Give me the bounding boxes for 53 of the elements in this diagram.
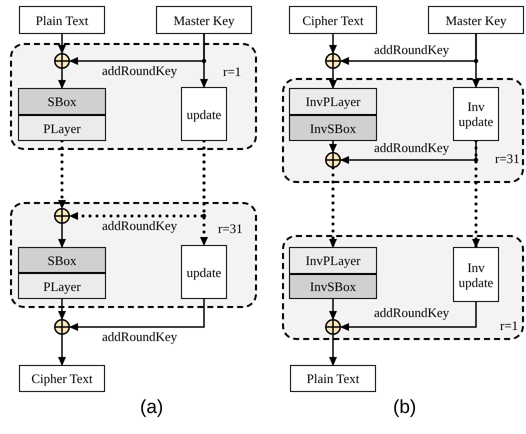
edge-label: addRoundKey xyxy=(102,63,178,79)
panel-label: (b) xyxy=(393,396,416,420)
arrow xyxy=(58,34,66,54)
process-box: Inv update xyxy=(453,87,499,141)
arrow xyxy=(58,224,66,248)
arrow xyxy=(329,34,337,54)
round-label: r=31 xyxy=(495,151,520,167)
dotted-arrow xyxy=(68,140,206,220)
process-box: InvSBox xyxy=(289,115,377,141)
round-label: r=1 xyxy=(223,64,242,80)
edge-label: addRoundKey xyxy=(102,218,178,234)
arrow xyxy=(58,299,66,320)
process-box: Master Key xyxy=(156,6,252,34)
round-group xyxy=(282,78,524,183)
process-box: Master Key xyxy=(428,6,524,34)
arrow xyxy=(58,69,66,89)
process-box: InvPLayer xyxy=(289,247,377,274)
dotted-arrow xyxy=(472,140,480,248)
round-group xyxy=(10,43,257,150)
process-box: update xyxy=(181,245,227,299)
process-box: PLayer xyxy=(18,273,106,299)
process-box: Plain Text xyxy=(19,6,105,34)
process-box: SBox xyxy=(18,88,106,115)
edge-label: addRoundKey xyxy=(102,329,178,345)
process-box: InvSBox xyxy=(289,274,377,299)
process-box: PLayer xyxy=(18,115,106,141)
process-box: SBox xyxy=(18,247,106,273)
process-box: Plain Text xyxy=(290,365,376,392)
arrow xyxy=(472,34,480,88)
process-box: InvPLayer xyxy=(289,88,377,115)
arrow xyxy=(329,299,337,320)
process-box: Inv update xyxy=(453,247,499,302)
process-box: Cipher Text xyxy=(289,6,377,34)
round-group xyxy=(10,202,257,308)
arrow xyxy=(58,335,66,366)
arrow xyxy=(69,299,205,331)
edge-label: addRoundKey xyxy=(374,305,450,321)
arrow xyxy=(329,141,337,153)
dotted-arrow xyxy=(58,140,66,210)
round-label: r=31 xyxy=(218,221,243,237)
process-box: Cipher Text xyxy=(19,365,105,392)
arrow xyxy=(340,141,477,164)
edge-label: addRoundKey xyxy=(374,140,450,156)
arrow xyxy=(340,302,477,331)
panel-label: (a) xyxy=(140,396,164,420)
arrow xyxy=(329,69,337,89)
round-label: r=1 xyxy=(500,318,518,334)
arrow xyxy=(329,335,337,366)
process-box: update xyxy=(181,87,227,141)
dotted-arrow xyxy=(329,166,337,248)
edge-label: addRoundKey xyxy=(374,42,450,58)
round-group xyxy=(282,235,524,340)
arrow xyxy=(200,34,208,88)
